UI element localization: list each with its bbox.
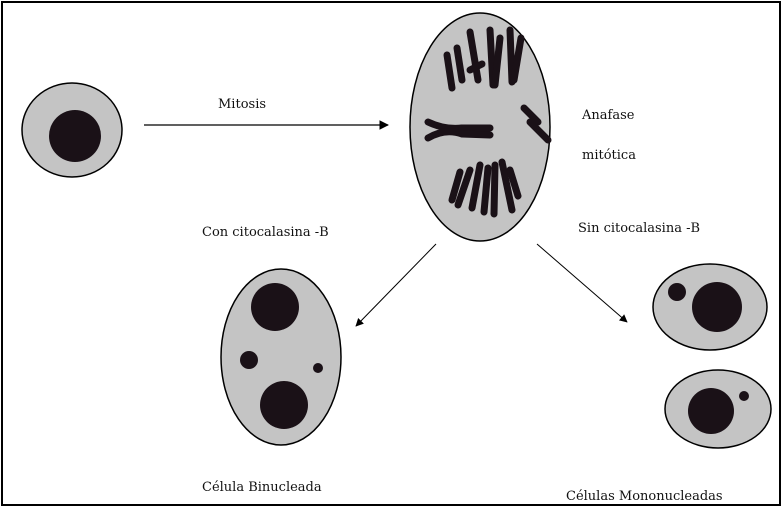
binucleada-label: Célula Binucleada <box>202 480 322 495</box>
sin-citocalasina-label: Sin citocalasina -B <box>578 221 700 236</box>
binucleated-micronucleus-left <box>240 351 258 369</box>
binucleated-micronucleus-right <box>313 363 323 373</box>
mononucleated-bottom-nucleus <box>688 388 734 434</box>
binucleated-cell <box>221 269 341 445</box>
initial-cell-nucleus <box>49 110 101 162</box>
binucleated-nucleus-bottom <box>260 381 308 429</box>
mitosis-label: Mitosis <box>218 97 266 112</box>
binucleated-nucleus-top <box>251 283 299 331</box>
initial-cell <box>22 83 122 177</box>
anaphase-cell <box>410 13 550 241</box>
con-citocalasina-label: Con citocalasina -B <box>202 225 329 240</box>
anafase-label-line1: Anafase <box>581 108 635 123</box>
mononucleated-bottom-micronucleus <box>739 391 749 401</box>
mononucleated-top-nucleus <box>692 282 742 332</box>
mononucleadas-label: Células Mononucleadas <box>566 489 723 504</box>
mononucleated-cell-bottom <box>665 370 771 448</box>
mononucleated-top-micronucleus <box>668 283 686 301</box>
mononucleated-cell-top <box>653 264 767 350</box>
anafase-label-line2: mitótica <box>582 148 636 163</box>
